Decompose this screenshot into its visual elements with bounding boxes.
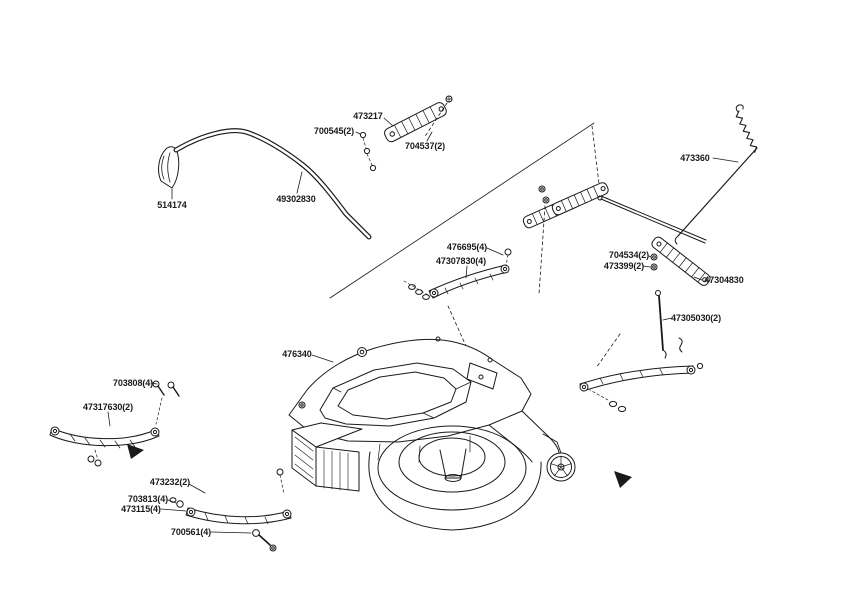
- leader-line: [486, 247, 504, 256]
- right-arm-drawing: [579, 333, 704, 488]
- lower-arm-drawing: [169, 468, 292, 552]
- leader-line: [210, 531, 252, 534]
- left-arm-drawing: [49, 380, 180, 467]
- leader-line: [712, 157, 739, 163]
- leader-line: [150, 382, 158, 385]
- leader-line: [107, 411, 111, 427]
- center-arm-drawing: [403, 248, 512, 354]
- leader-line: [426, 131, 433, 142]
- leader-line: [693, 276, 703, 281]
- leader-line: [188, 483, 206, 494]
- leader-line: [648, 255, 652, 258]
- handle-grip-drawing: [158, 146, 180, 189]
- deck-drawing: [288, 336, 576, 531]
- leader-line: [355, 131, 361, 135]
- leader-line: [465, 265, 468, 279]
- leader-line: [383, 117, 394, 127]
- leader-line: [311, 354, 334, 363]
- leader-line: [662, 317, 673, 321]
- handle-tube-drawing: [173, 128, 372, 240]
- screws-700545-drawing: [359, 131, 377, 172]
- spring-drawing: [674, 104, 758, 245]
- leader-line: [167, 499, 177, 504]
- leader-lines: [107, 117, 739, 534]
- leader-line: [642, 265, 651, 268]
- long-rod-drawing: [597, 195, 707, 244]
- right-bracket-drawing: [650, 236, 711, 286]
- leader-line: [296, 171, 303, 194]
- top-bracket-drawing: [384, 95, 453, 143]
- vertical-link-drawing: [655, 290, 683, 359]
- construction-lines: [329, 122, 601, 299]
- leader-line: [160, 508, 187, 512]
- hanger-straps-drawing: [522, 182, 609, 295]
